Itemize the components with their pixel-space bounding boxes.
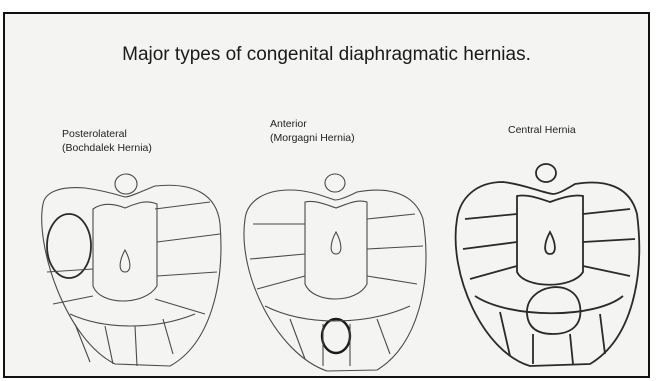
figure-frame: Major types of congenital diaphragmatic … [3,12,650,378]
diaphragm-central [456,164,640,366]
muscle-divisions [250,214,423,366]
diaphragm-anterior [244,174,426,371]
central-defect [527,287,580,334]
diaphragm-outline [42,185,221,366]
muscle-divisions [47,202,220,366]
aortic-opening [545,232,555,254]
esophageal-opening [325,174,345,192]
central-tendon [93,202,157,301]
esophageal-opening [115,174,137,194]
diaphragm-posterolateral [42,174,221,366]
aortic-opening [331,232,341,254]
morgagni-defect [322,319,350,353]
hernia-diagrams [5,14,650,378]
central-tendon [305,201,367,299]
esophageal-opening [536,164,556,182]
diaphragm-outline [244,190,426,371]
aortic-opening [120,250,130,272]
central-tendon [517,195,583,284]
bochdalek-defect [47,214,91,278]
diaphragm-outline [456,182,640,366]
